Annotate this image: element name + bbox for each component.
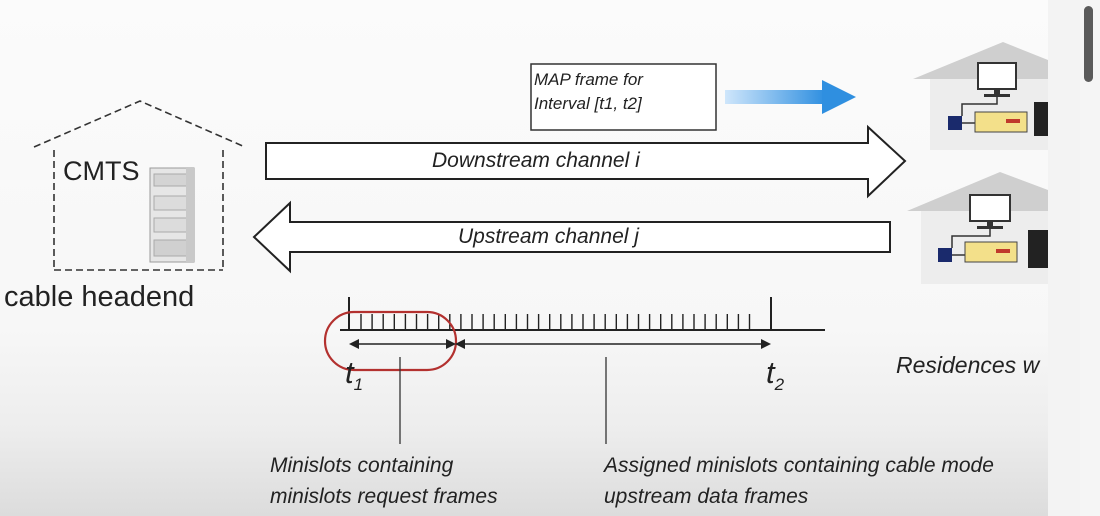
data-interval-arrow [455,339,771,349]
computer-monitor-icon [977,62,1017,97]
data-minislots-description: Assigned minislots containing cable mode… [604,450,994,512]
request-minislots-description: Minislots containing minislots request f… [270,450,498,512]
cable-modem-icon [964,241,1018,263]
t1-sub: 1 [353,375,364,395]
headend-house [33,100,246,271]
downstream-arrow [265,124,907,199]
cable-headend-label: cable headend [4,281,195,313]
map-frame-label: MAP frame for Interval [t1, t2] [534,68,712,116]
scrollbar-thumb[interactable] [1084,6,1093,82]
request-line-1: Minislots containing [270,454,454,477]
minislot-timeline [340,297,825,331]
t2-label: t2 [766,357,784,393]
cmts-label: CMTS [63,156,140,186]
data-line-2: upstream data frames [604,485,809,508]
request-interval-arrow [349,339,456,349]
map-blue-arrow [725,80,856,114]
request-minislots-highlight [323,310,458,372]
t2-main: t [766,355,775,390]
residence-house-2 [907,172,1048,284]
residences-label: Residences w [896,352,1040,378]
minislot-ticks [360,314,751,330]
scrollbar-track[interactable] [1080,0,1100,516]
data-line-1: Assigned minislots containing cable mode [604,454,994,477]
upstream-arrow [252,200,891,274]
map-frame-box [530,63,717,131]
cmts-server-icon [149,167,195,263]
t1-label: t1 [345,357,363,393]
upstream-channel-label: Upstream channel j [458,225,639,248]
cable-modem-icon [974,111,1028,133]
map-frame-line1: MAP frame for [534,70,643,89]
map-frame-line2: Interval [t1, t2] [534,94,642,113]
downstream-channel-label: Downstream channel i [432,149,640,172]
request-line-2: minislots request frames [270,485,498,508]
residence-house-1 [913,42,1048,150]
t1-main: t [345,355,354,390]
t2-sub: 2 [774,375,785,395]
computer-monitor-icon [969,194,1011,229]
